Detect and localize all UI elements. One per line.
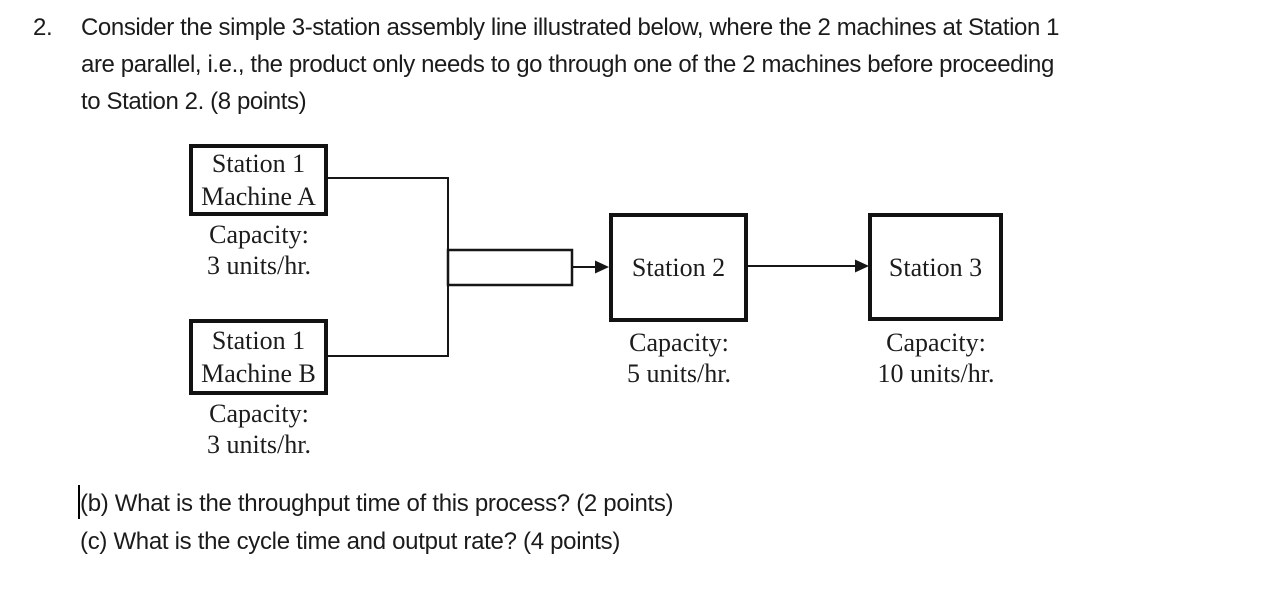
sub-question-c: (c) What is the cycle time and output ra… [80, 528, 621, 555]
capacity-label: Capacity: [209, 399, 309, 428]
station1-machine-a-box: Station 1 Machine A [189, 144, 328, 216]
station1-machine-b-title: Station 1 [211, 326, 306, 355]
capacity-label: Capacity: [209, 220, 309, 249]
question-line-1: Consider the simple 3-station assembly l… [81, 14, 1060, 41]
station2-title: Station 2 [631, 253, 726, 282]
capacity-value: 5 units/hr. [626, 359, 731, 388]
station1-machine-b-box: Station 1 Machine B [189, 319, 328, 395]
station1-machine-b-capacity: Capacity: 3 units/hr. [184, 398, 334, 460]
sub-question-b: (b) What is the throughput time of this … [80, 490, 674, 517]
arrowhead-to-station3 [855, 259, 869, 273]
capacity-value: 10 units/hr. [877, 359, 995, 388]
station1-machine-a-capacity: Capacity: 3 units/hr. [184, 219, 334, 281]
capacity-value: 3 units/hr. [206, 430, 311, 459]
question-line-2: are parallel, i.e., the product only nee… [81, 51, 1054, 78]
station1-machine-b-subtitle: Machine B [201, 359, 316, 388]
merge-elbow-line [328, 177, 449, 357]
station1-machine-a-subtitle: Machine A [201, 182, 316, 211]
arrowhead-to-station2 [595, 260, 609, 274]
question-line-3: to Station 2. (8 points) [81, 88, 307, 115]
text-cursor [78, 485, 80, 519]
capacity-label: Capacity: [886, 328, 986, 357]
station2-capacity: Capacity: 5 units/hr. [604, 327, 754, 389]
station3-title: Station 3 [888, 252, 983, 282]
station3-box: Station 3 [868, 213, 1003, 321]
capacity-value: 3 units/hr. [206, 251, 311, 280]
question-number: 2. [33, 14, 53, 41]
capacity-label: Capacity: [629, 328, 729, 357]
station3-capacity: Capacity: 10 units/hr. [861, 327, 1011, 389]
merge-channel [446, 248, 574, 287]
station2-box: Station 2 [609, 213, 748, 322]
station1-machine-a-title: Station 1 [211, 149, 306, 178]
question-text: Consider the simple 3-station assembly l… [81, 9, 1060, 120]
